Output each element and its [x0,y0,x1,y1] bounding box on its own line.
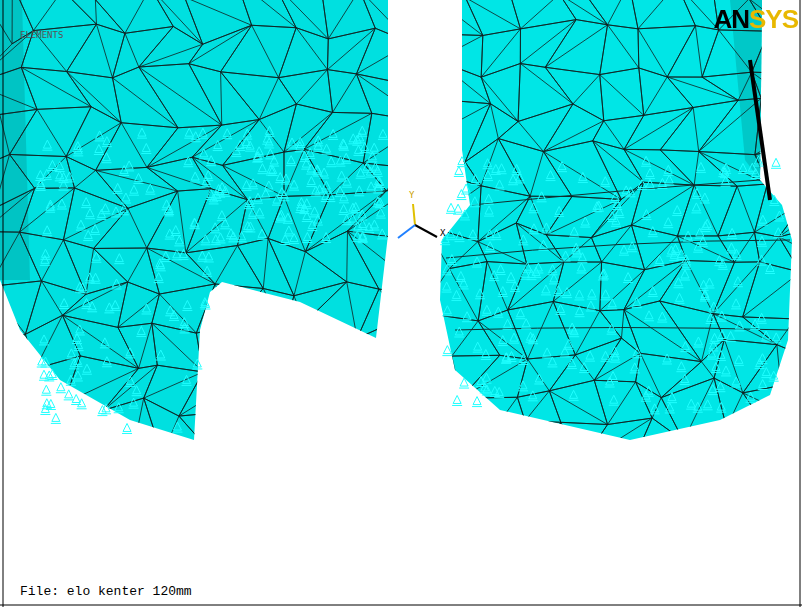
frame [0,605,802,606]
axis-label: X [440,228,445,238]
constraint-symbols [35,126,784,433]
axis-triad [398,204,437,238]
axis-label: Y [409,190,414,200]
mesh [0,0,428,464]
mesh [418,0,802,481]
frame [3,0,4,607]
file-name: File: elo kenter 120mm [20,584,192,599]
frame [800,0,801,607]
view-title: ELEMENTS [20,30,63,40]
logo: ANSYS [711,4,800,35]
